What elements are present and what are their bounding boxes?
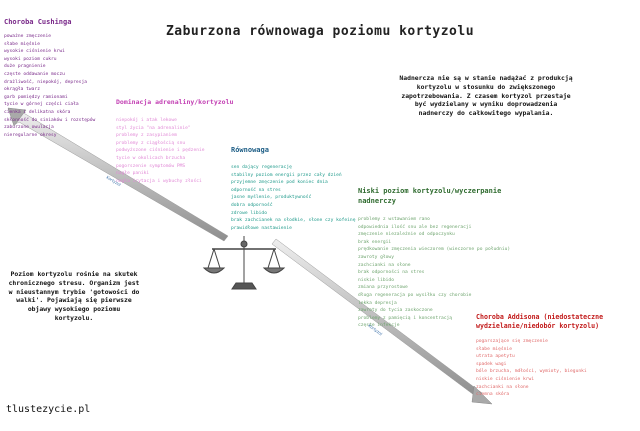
balance-title: Równowaga [231,146,269,154]
cushing-symptom-list: poważne zmęczenie słabe mięśnie wysokie … [4,33,114,139]
list-item: drażliwość, niepokój, depresja [4,79,87,85]
adrenal-fatigue-note: Nadnercza nie są w stanie nadążać z prod… [399,74,573,118]
list-item: wysoki poziom cukru [4,56,57,62]
addison-symptom-list: pogarszające się zmęczenie słabe mięśnie… [476,338,638,399]
list-item: pogarszające się zmęczenie [476,339,548,344]
low-cortisol-title: Niski poziom kortyzolu/wyczerpanie nadne… [358,187,502,205]
list-item: niskie ciśnienie krwi [476,376,535,382]
list-item: zawroty głowy [358,254,394,260]
list-item: lekka depresja [358,300,397,306]
addison-title: Choroba Addisona (niedostateczne wydziel… [476,313,604,330]
list-item: odpowiednia ilość snu ale bez regeneracj… [358,224,472,230]
list-item: zachcianki na słone [358,262,411,268]
list-item: skłonność do siniaków i rozstępów [4,117,96,123]
list-item: spadek wagi [476,361,507,367]
list-item: brak odporności na stres [358,270,425,276]
list-item: problemy z zasypianiem [116,133,177,139]
list-item: zmiana przyrostowe [358,285,408,291]
list-item: tycie w górnej części ciała [4,102,79,108]
list-item: nieregularne okresy [4,132,57,138]
page-title: Zaburzona równowaga poziomu kortyzolu [165,24,475,39]
balance-section: Równowaga sen dający regenerację stabiln… [231,146,361,232]
balance-list: sen dający regenerację stabilny poziom e… [231,164,361,232]
list-item: brak zachcianek na słodkie, słone czy ko… [231,218,356,224]
arrow-up-left [7,107,229,242]
adrenal-symptom-list: niepokój i atak lekowe styl życia "na ad… [116,117,256,185]
cushing-section: Choroba Cushinga poważne zmęczenie słabe… [4,18,114,139]
list-item: okrągła twarz [4,87,40,93]
list-item: zdrowe libido [231,210,267,216]
list-item: problemy z wstawaniem rano [358,217,430,222]
list-item: duże pragnienie [4,64,46,70]
list-item: prawidłowe nastawienie [231,225,292,231]
list-item: prędkowanie zmęczenia wieczorem (wieczor… [358,247,511,253]
list-item: poważne zmęczenie [4,34,52,39]
list-item: zaburzone owulacja [4,125,54,131]
arrow-down-right [271,238,493,405]
list-item: przyjemne zmęczenie pod koniec dnia [231,180,328,186]
adrenal-section: Dominacja adrenaliny/kortyzolu niepokój … [116,98,256,185]
list-item: problemy z ciągłością snu [116,140,186,146]
low-cortisol-section: Niski poziom kortyzolu/wyczerpanie nadne… [358,186,518,330]
list-item: cienka i delikatna skóra [4,109,71,115]
list-item: podwyższone ciśnienie i pędzenie [116,148,205,154]
list-item: częste infekcje [358,323,400,329]
list-item: utrata apetytu [476,354,515,360]
list-item: sen dający regenerację [231,165,292,170]
chronic-stress-note: Poziom kortyzolu rośnie na skutek chroni… [8,270,140,322]
list-item: słabe mięśnie [4,41,40,47]
list-item: jasne myślenie, produktywność [231,195,312,201]
list-item: częste oddawanie moczu [4,71,65,77]
list-item: zmęczenie niezależnie od odpoczynku [358,232,455,238]
list-item: zachcianki na słone [476,384,529,390]
adrenal-title: Dominacja adrenaliny/kortyzolu [116,98,234,106]
list-item: tycie w okolicach brzucha [116,155,186,161]
list-item: pogorszenie symptomów PMS [116,163,186,169]
list-item: zawroty do tycia zaskoczone [358,308,433,314]
list-item: brak energii [358,239,392,245]
list-item: odporność na stres [231,187,281,193]
list-item: wysokie ciśnienie krwi [4,49,65,55]
balance-scale-icon [202,236,286,290]
list-item: nagłe paniki [116,171,150,177]
list-item: długa regeneracja po wysiłku czy chorobi… [358,292,472,298]
list-item: nagła irytacja i wybuchy złości [116,178,202,184]
list-item: problemy z pamięcią i koncentracją [358,315,453,321]
list-item: słabe mięśnie [476,346,512,352]
list-item: niskie libido [358,277,394,283]
list-item: niepokój i atak lekowe [116,118,177,123]
low-cortisol-list: problemy z wstawaniem rano odpowiednia i… [358,216,518,330]
cushing-title: Choroba Cushinga [4,18,72,26]
site-footer-link[interactable]: tlustezycie.pl [6,404,91,415]
addison-section: Choroba Addisona (niedostateczne wydziel… [476,313,638,399]
list-item: stabilny poziom energii przez cały dzień [231,172,342,178]
list-item: garb pomiędzy ramionami [4,94,68,100]
list-item: dobra odporność [231,202,273,208]
list-item: ciemna skóra [476,392,510,398]
list-item: styl życia "na adrenalinie" [116,125,191,131]
list-item: bóle brzucha, mdłości, wymioty, biegunki [476,369,587,375]
